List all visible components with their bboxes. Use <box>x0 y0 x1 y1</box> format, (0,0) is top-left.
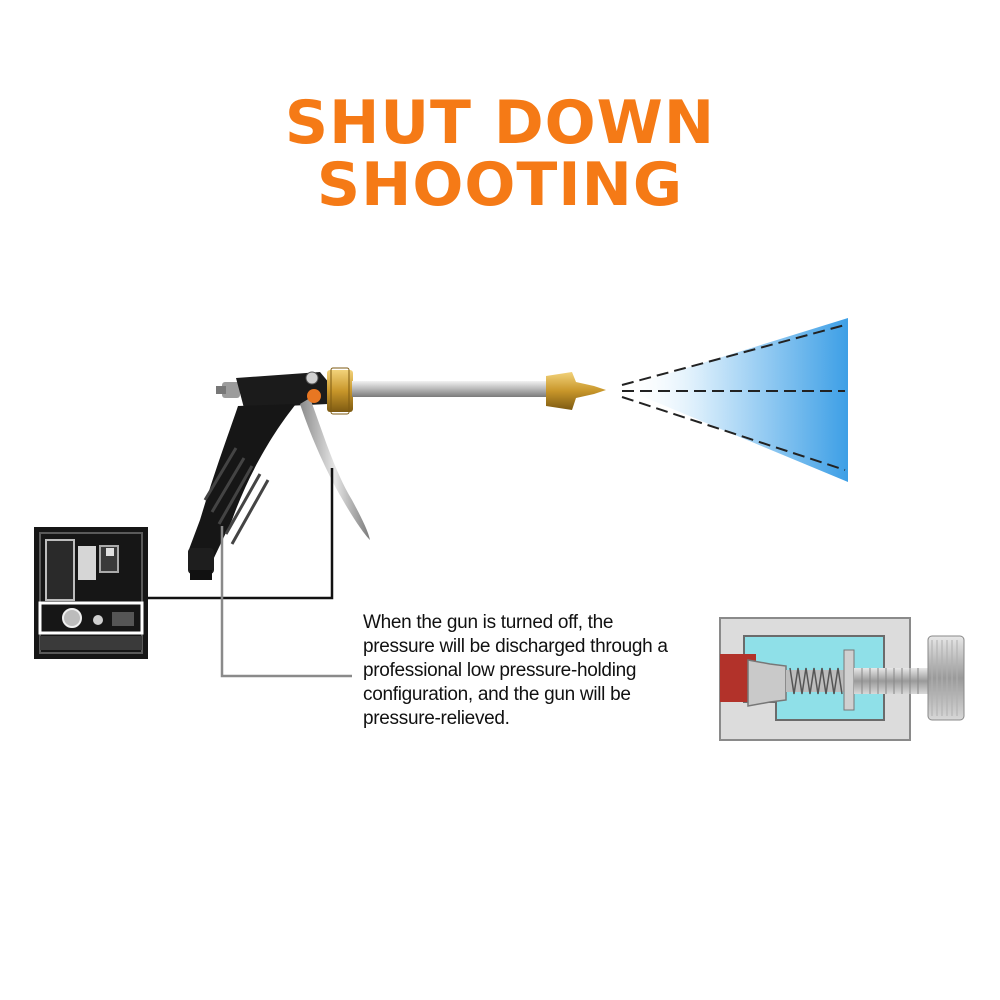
valve-cross-section <box>719 617 965 741</box>
description-line-5: pressure-relieved. <box>363 708 510 729</box>
headline-line-2: SHOOTING <box>316 150 684 220</box>
spray-gun <box>188 367 606 580</box>
headline-line-1: SHUT DOWN <box>284 88 716 158</box>
description-line-4: configuration, and the gun will be <box>363 684 631 705</box>
callout-lines <box>148 468 352 678</box>
internal-detail-photo <box>34 527 148 659</box>
description-line-3: professional low pressure-holding <box>363 660 637 681</box>
water-spray-cone <box>621 318 848 482</box>
description-line-2: pressure will be discharged through a <box>363 636 668 657</box>
headline: SHUT DOWN SHOOTING <box>0 92 1000 216</box>
description-line-1: When the gun is turned off, the <box>363 612 614 633</box>
description-text: When the gun is turned off, the pressure… <box>363 611 708 731</box>
